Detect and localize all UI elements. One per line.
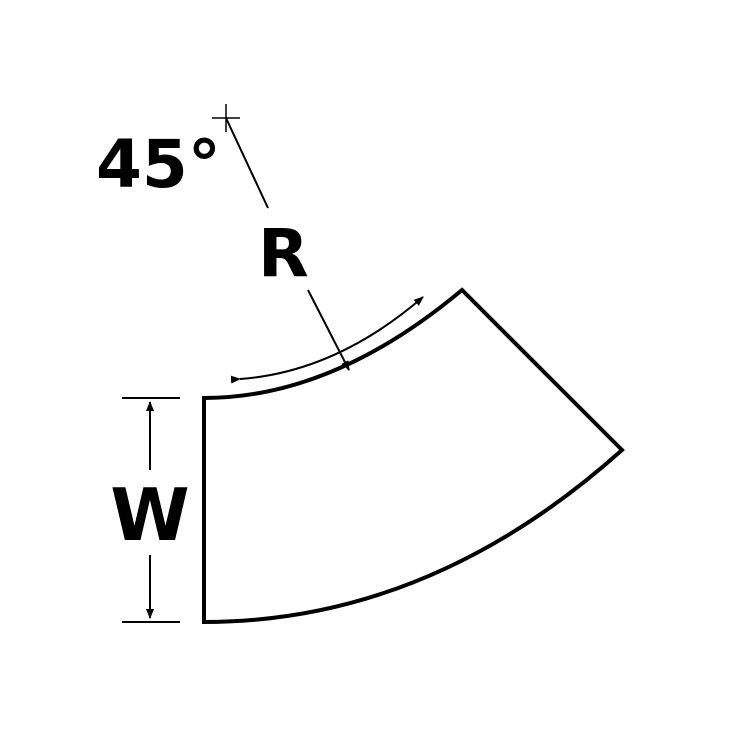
radius-leader-line — [225, 117, 269, 209]
radius-label: R — [258, 215, 309, 292]
arc-double-arrow — [230, 296, 424, 384]
angle-label: 45° — [96, 126, 221, 203]
width-label: W — [110, 473, 189, 557]
width-dimension — [122, 397, 180, 623]
curved-section-outline — [202, 287, 625, 625]
